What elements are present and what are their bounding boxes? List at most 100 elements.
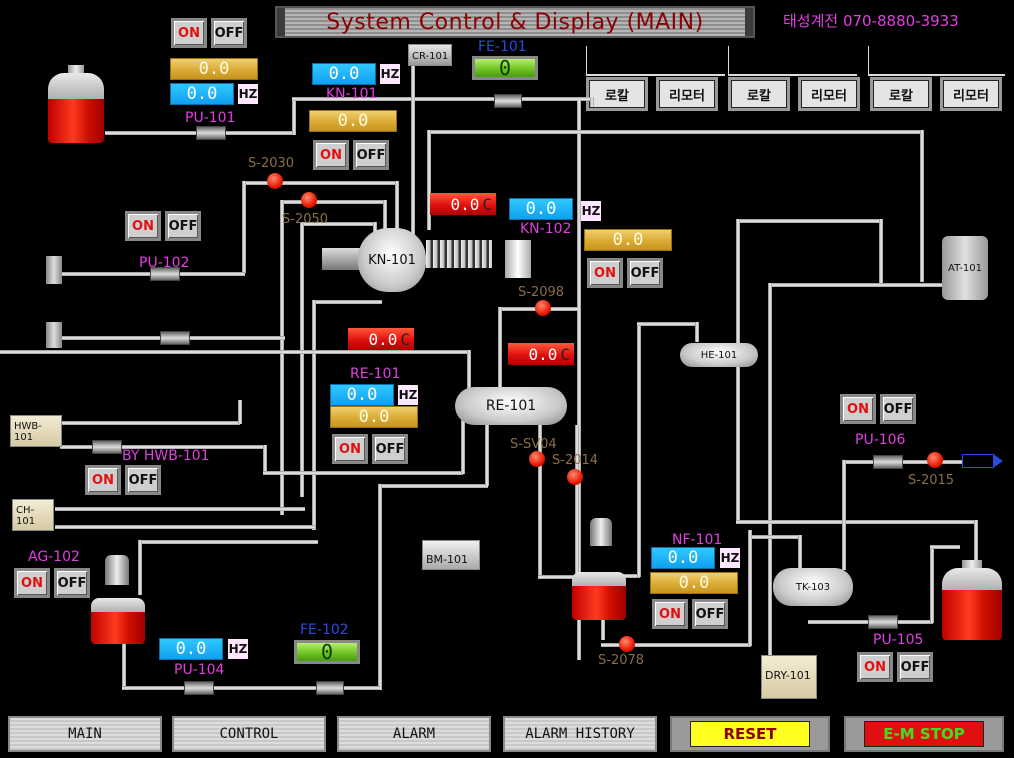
pu102-pump-icon[interactable] xyxy=(150,267,180,281)
re101-label: RE-101 xyxy=(350,366,401,382)
nf101-motor xyxy=(590,518,612,546)
re101-hz-unit: HZ xyxy=(398,385,418,405)
pu102-controls: ON OFF xyxy=(125,211,201,241)
nf101-on-button[interactable]: ON xyxy=(652,599,688,629)
kn101-kneader[interactable]: KN-101 xyxy=(358,228,426,292)
local-button-1[interactable]: 로칼 xyxy=(586,77,648,111)
pump-unlabeled-icon[interactable] xyxy=(160,331,190,345)
kn102-controls: ON OFF xyxy=(587,258,663,288)
title-cap-left xyxy=(277,8,285,36)
pu105-label: PU-105 xyxy=(873,632,924,648)
tk103-tank[interactable]: TK-103 xyxy=(773,568,853,606)
kn102-hz-display: 0.0 xyxy=(509,198,573,220)
fe102-flow-display: 0 xyxy=(294,640,360,664)
kn101-hz-unit: HZ xyxy=(380,64,400,84)
reset-button[interactable]: RESET xyxy=(690,721,810,747)
kn102-value-display: 0.0 xyxy=(584,229,672,251)
drum-2 xyxy=(46,322,62,348)
remote-button-1[interactable]: 리모터 xyxy=(656,77,718,111)
pu105-off-button[interactable]: OFF xyxy=(897,652,933,682)
fe102-flowmeter-icon xyxy=(316,681,344,695)
pu101-pump-icon[interactable] xyxy=(196,126,226,140)
hwb101-bypass-off-button[interactable]: OFF xyxy=(125,465,161,495)
mode-group-frame-3 xyxy=(868,46,1005,76)
at101-tank[interactable]: AT-101 xyxy=(942,236,988,300)
kn102-hz-unit: HZ xyxy=(581,201,601,221)
he101-heat-exchanger[interactable]: HE-101 xyxy=(680,343,758,367)
pu105-controls: ON OFF xyxy=(857,652,933,682)
nav-main-button[interactable]: MAIN xyxy=(8,716,162,752)
nf101-value-display: 0.0 xyxy=(650,572,738,594)
storage-tank-2 xyxy=(942,560,1002,640)
hwb101-boiler: HWB-101 xyxy=(10,415,62,447)
s2014-valve[interactable] xyxy=(567,469,583,485)
pu105-pump-icon[interactable] xyxy=(868,615,898,629)
s2015-valve[interactable] xyxy=(927,452,943,468)
ag102-motor xyxy=(105,555,129,585)
pu106-off-button[interactable]: OFF xyxy=(880,394,916,424)
kn101-off-button[interactable]: OFF xyxy=(353,140,389,170)
nav-control-button[interactable]: CONTROL xyxy=(172,716,326,752)
kn101-motor xyxy=(322,248,362,270)
nf101-off-button[interactable]: OFF xyxy=(692,599,728,629)
pu102-off-button[interactable]: OFF xyxy=(165,211,201,241)
kn102-label: KN-102 xyxy=(520,221,572,237)
re101-controls: ON OFF xyxy=(332,434,408,464)
s2030-valve[interactable] xyxy=(267,173,283,189)
local-button-2[interactable]: 로칼 xyxy=(728,77,790,111)
s2098-valve[interactable] xyxy=(535,300,551,316)
hwb101-bypass-pump-icon[interactable] xyxy=(92,440,122,454)
re101-reactor[interactable]: RE-101 xyxy=(455,387,567,425)
pu102-on-button[interactable]: ON xyxy=(125,211,161,241)
mode-group-frame-1 xyxy=(586,46,725,76)
nav-alarm-button[interactable]: ALARM xyxy=(337,716,491,752)
ag102-agitator-tank[interactable] xyxy=(91,598,145,644)
ag102-off-button[interactable]: OFF xyxy=(54,568,90,598)
pu101-value-display: 0.0 xyxy=(170,58,258,80)
kn102-off-button[interactable]: OFF xyxy=(627,258,663,288)
re101-hz-display: 0.0 xyxy=(330,384,394,406)
pu106-pump-icon[interactable] xyxy=(873,455,903,469)
pu104-pump-icon[interactable] xyxy=(184,681,214,695)
nf101-controls: ON OFF xyxy=(652,599,728,629)
pu101-label: PU-101 xyxy=(185,110,236,126)
s2078-valve[interactable] xyxy=(619,636,635,652)
pu105-on-button[interactable]: ON xyxy=(857,652,893,682)
nf101-hz-display: 0.0 xyxy=(651,547,715,569)
kn102-on-button[interactable]: ON xyxy=(587,258,623,288)
nf101-tank[interactable] xyxy=(572,572,626,620)
em-stop-button[interactable]: E-M STOP xyxy=(864,721,984,747)
fe101-flowmeter-icon xyxy=(494,94,522,108)
local-button-3[interactable]: 로칼 xyxy=(870,77,932,111)
pu101-on-button[interactable]: ON xyxy=(171,18,207,48)
company-contact: 태성계전 070-8880-3933 xyxy=(783,12,959,30)
re101-off-button[interactable]: OFF xyxy=(372,434,408,464)
s2098-label: S-2098 xyxy=(518,285,565,300)
storage-tank-1 xyxy=(48,65,104,143)
ssv04-valve[interactable] xyxy=(529,451,545,467)
remote-button-2[interactable]: 리모터 xyxy=(798,77,860,111)
hwb101-bypass-controls: ON OFF xyxy=(85,465,161,495)
mode-group-frame-2 xyxy=(728,46,857,76)
fe102-label: FE-102 xyxy=(300,622,349,638)
kn101-on-button[interactable]: ON xyxy=(313,140,349,170)
s2050-valve[interactable] xyxy=(301,192,317,208)
pu106-on-button[interactable]: ON xyxy=(840,394,876,424)
pu104-hz-display: 0.0 xyxy=(159,638,223,660)
cr101-crusher: CR-101 xyxy=(408,44,452,66)
hwb101-bypass-on-button[interactable]: ON xyxy=(85,465,121,495)
s2078-label: S-2078 xyxy=(598,653,645,668)
re101-on-button[interactable]: ON xyxy=(332,434,368,464)
nav-alarm-history-button[interactable]: ALARM HISTORY xyxy=(503,716,657,752)
ag102-controls: ON OFF xyxy=(14,568,90,598)
dry101-dryer: DRY-101 xyxy=(761,655,817,699)
pu101-off-button[interactable]: OFF xyxy=(211,18,247,48)
pu104-label: PU-104 xyxy=(174,662,225,678)
kn101-controls: ON OFF xyxy=(313,140,389,170)
remote-button-3[interactable]: 리모터 xyxy=(940,77,1002,111)
ag102-on-button[interactable]: ON xyxy=(14,568,50,598)
outlet-arrow-icon xyxy=(962,454,994,468)
